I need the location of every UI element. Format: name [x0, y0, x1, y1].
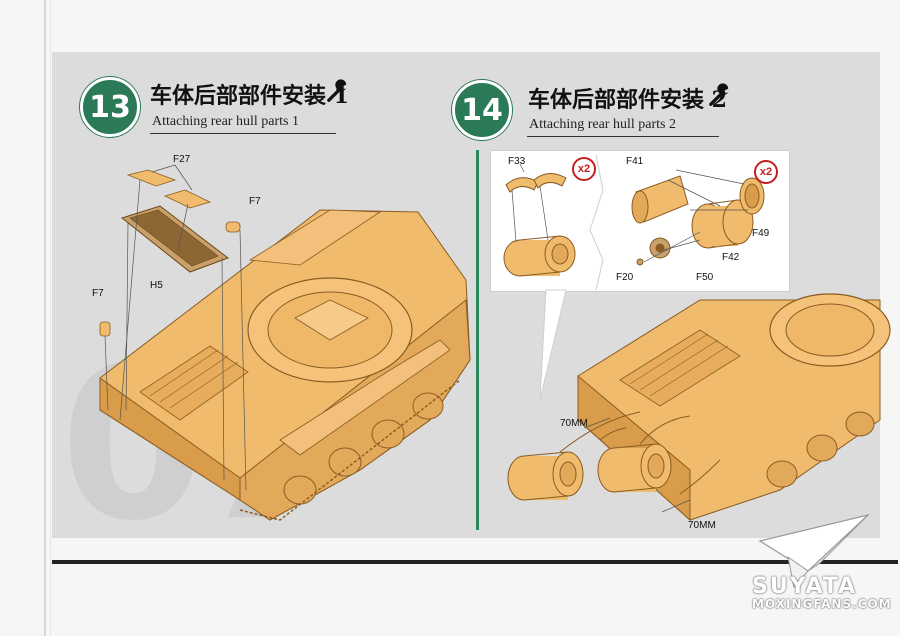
part-label-f50: F50	[696, 272, 714, 283]
part-label-f49: F49	[752, 228, 770, 239]
step-14-number-badge: 14	[452, 80, 512, 140]
footer-rule	[52, 560, 898, 564]
step-13-number-badge: 13	[80, 77, 140, 137]
quantity-badge: x2	[572, 157, 596, 181]
step-14-title-zh: 车体后部部件安装 2	[528, 87, 727, 113]
wrench-icon	[327, 79, 347, 102]
step-divider	[476, 150, 479, 530]
paper-plane-logo-icon	[758, 513, 871, 589]
binding-line	[44, 0, 46, 636]
measure-label-70mm: 70MM	[688, 520, 716, 531]
part-label-f42: F42	[722, 252, 740, 263]
step-13-title-en: Attaching rear hull parts 1	[152, 114, 299, 129]
part-label-f20: F20	[616, 272, 634, 283]
step-14-underline	[527, 136, 719, 137]
quantity-badge: x2	[754, 160, 778, 184]
step-14-title-en: Attaching rear hull parts 2	[529, 117, 676, 132]
wrench-icon	[709, 83, 729, 106]
step-13-title-zh: 车体后部部件安装 1	[150, 83, 349, 109]
part-label-f33: F33	[508, 156, 526, 167]
binding-line-inner	[50, 0, 51, 636]
measure-label-70mm: 70MM	[560, 418, 588, 429]
part-label-f7: F7	[249, 196, 261, 207]
watermark-brand: SUYATA	[752, 574, 858, 599]
watermark-site: MOXINGFANS.COM	[752, 597, 892, 611]
part-label-f7: F7	[92, 288, 104, 299]
part-label-f41: F41	[626, 156, 644, 167]
step-13-underline	[150, 133, 336, 134]
part-label-f27: F27	[173, 154, 191, 165]
part-label-h5: H5	[150, 280, 163, 291]
